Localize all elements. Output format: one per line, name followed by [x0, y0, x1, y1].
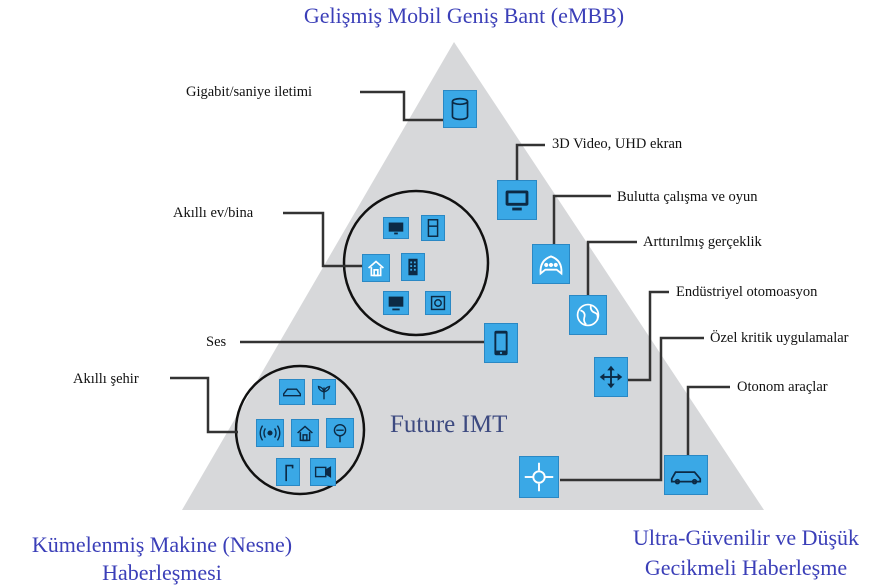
plant-icon — [312, 379, 336, 405]
connector-ar — [586, 240, 637, 295]
computer-icon — [383, 291, 409, 315]
urllc-title-line2: Gecikmeli Haberleşme — [644, 555, 848, 580]
tree-icon — [326, 418, 354, 448]
label-ar: Arttırılmış gerçeklik — [643, 234, 762, 250]
label-smart-home: Akıllı ev/bina — [173, 205, 254, 221]
tv-icon — [383, 217, 409, 239]
mmtc-title-line2: Haberleşmesi — [102, 560, 222, 585]
game-controller-icon — [532, 244, 570, 284]
urllc-title-line1: Ultra-Güvenilir ve Düşük — [632, 525, 860, 550]
label-industrial: Endüstriyel otomoasyon — [676, 284, 818, 300]
label-cloud: Bulutta çalışma ve oyun — [617, 189, 758, 205]
globe-icon — [569, 295, 607, 335]
connector-autonomous — [686, 385, 730, 455]
refrigerator-icon — [421, 215, 445, 241]
street-light-icon — [276, 458, 300, 486]
vehicle-icon — [279, 379, 305, 405]
city-house-icon — [291, 419, 319, 447]
house-icon — [362, 254, 390, 282]
connector-gigabit — [360, 90, 443, 122]
car-icon — [664, 455, 708, 495]
label-smart-city: Akıllı şehir — [73, 371, 139, 387]
crosshair-icon — [519, 456, 559, 498]
monitor-icon — [497, 180, 537, 220]
label-gigabit: Gigabit/saniye iletimi — [186, 84, 313, 100]
wireless-signal-icon — [256, 419, 284, 447]
label-video: 3D Video, UHD ekran — [552, 136, 683, 152]
connector-smart-home — [283, 211, 362, 268]
mmtc-title-line1: Kümelenmiş Makine (Nesne) — [31, 532, 293, 557]
washing-machine-icon — [425, 291, 451, 315]
label-critical: Özel kritik uygulamalar — [710, 330, 849, 346]
connector-smart-city — [170, 376, 238, 434]
embb-title: Gelişmiş Mobil Geniş Bant (eMBB) — [303, 3, 625, 28]
database-icon — [443, 90, 477, 128]
move-arrows-icon — [594, 357, 628, 397]
connector-industrial — [628, 290, 669, 382]
label-voice: Ses — [206, 334, 227, 350]
connector-cloud — [552, 194, 611, 244]
phone-icon — [484, 323, 518, 363]
connector-lines — [170, 90, 730, 482]
video-camera-icon — [310, 458, 336, 486]
future-imt-label: Future IMT — [390, 411, 508, 438]
smart-home-circle — [342, 189, 490, 337]
connector-critical — [560, 336, 704, 482]
smart-city-circle — [234, 364, 366, 496]
label-autonomous: Otonom araçlar — [737, 379, 828, 395]
building-icon — [401, 253, 425, 281]
connector-video — [515, 143, 545, 180]
